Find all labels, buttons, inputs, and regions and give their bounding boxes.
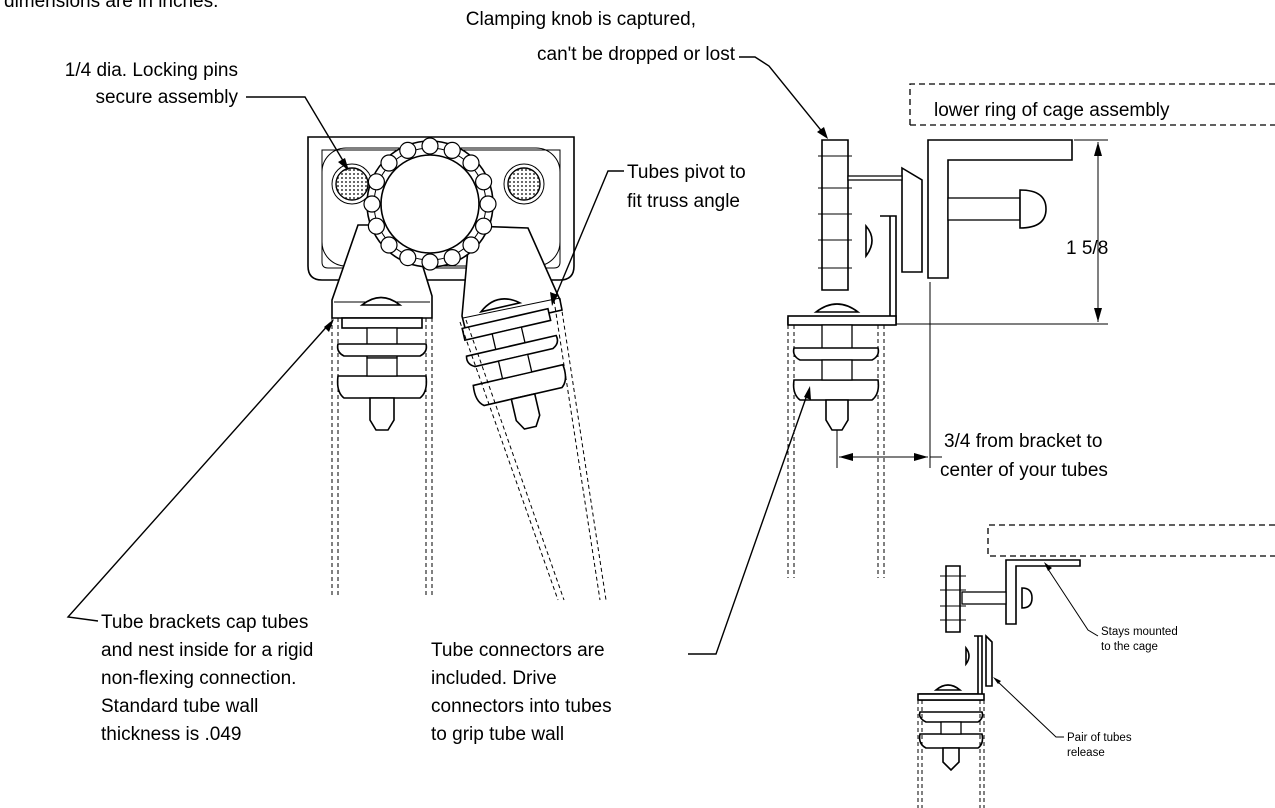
screw-head-left (359, 296, 403, 306)
knob-scallop (475, 217, 493, 235)
knob-scallop (479, 195, 497, 213)
pair-release-note-line1: Pair of tubes (1067, 732, 1132, 744)
tube-brackets-note-line3: non-flexing connection. (101, 668, 296, 689)
cage-bracket (927, 139, 1073, 279)
locking-pin-right (507, 167, 541, 201)
knob-scallop (421, 253, 439, 271)
release-inset (917, 524, 1275, 808)
tubes-pivot-note-line1: Tubes pivot to (627, 162, 746, 183)
screw-tip-left (369, 397, 395, 431)
tubes-pivot-note-line2: fit truss angle (627, 191, 740, 212)
knob-scallop (399, 249, 417, 267)
knob-scallop (421, 137, 439, 155)
screw-head-right (478, 298, 523, 314)
pair-release-note-line2: release (1067, 747, 1105, 759)
pin-head (1019, 189, 1047, 229)
offset-dimension-line2: center of your tubes (940, 460, 1108, 481)
tube-connectors-note-line1: Tube connectors are (431, 640, 605, 661)
tube-connectors-note-line2: included. Drive (431, 668, 557, 689)
knob-face (380, 154, 480, 254)
tube-bracket-side (787, 315, 897, 326)
tube-connectors-note-line3: connectors into tubes (431, 696, 612, 717)
knob-scallop (443, 141, 461, 159)
knob-scallop (363, 195, 381, 213)
knob-scallops (363, 137, 497, 271)
side-view-assembly (787, 83, 1275, 578)
stays-mounted-note-line2: to the cage (1101, 641, 1158, 653)
tube-brackets-note-line1: Tube brackets cap tubes (101, 612, 308, 633)
knob-scallop (443, 249, 461, 267)
knob-scallop (380, 154, 398, 172)
inset-knob (945, 565, 961, 633)
knob-scallop (475, 173, 493, 191)
inset-cage-outline (987, 524, 1275, 557)
tube-connectors-note-line4: to grip tube wall (431, 724, 564, 745)
knob-scallop (367, 173, 385, 191)
locking-pins-note-line1: 1/4 dia. Locking pins (65, 60, 238, 81)
annotations: dimensions are in inches. Clamping knob … (4, 0, 1178, 759)
cage-ring-outline (909, 83, 1275, 126)
height-dimension-label: 1 5/8 (1066, 238, 1108, 259)
tube-brackets-note-line2: and nest inside for a rigid (101, 640, 313, 661)
offset-dimension-line1: 3/4 from bracket to (944, 431, 1102, 452)
tube-brackets-note-line4: Standard tube wall (101, 696, 258, 717)
locking-pins-note-line2: secure assembly (95, 87, 238, 108)
units-note: dimensions are in inches. (4, 0, 218, 12)
connector-cap-left (341, 317, 423, 329)
front-view-assembly (307, 136, 607, 601)
knob-scallop (367, 217, 385, 235)
cage-ring-label: lower ring of cage assembly (934, 100, 1170, 121)
knob-scallop (380, 236, 398, 254)
tube-brackets-note-line5: thickness is .049 (101, 724, 241, 745)
leader-lines (66, 56, 1099, 738)
knob-scallop (462, 236, 480, 254)
stays-mounted-note-line1: Stays mounted (1101, 626, 1178, 638)
clamping-knob-note-line1: Clamping knob is captured, (466, 9, 696, 30)
locking-pin-left (335, 167, 369, 201)
knob-scallop (462, 154, 480, 172)
knob-scallop (399, 141, 417, 159)
clamping-knob-note-line2: can't be dropped or lost (537, 44, 736, 65)
